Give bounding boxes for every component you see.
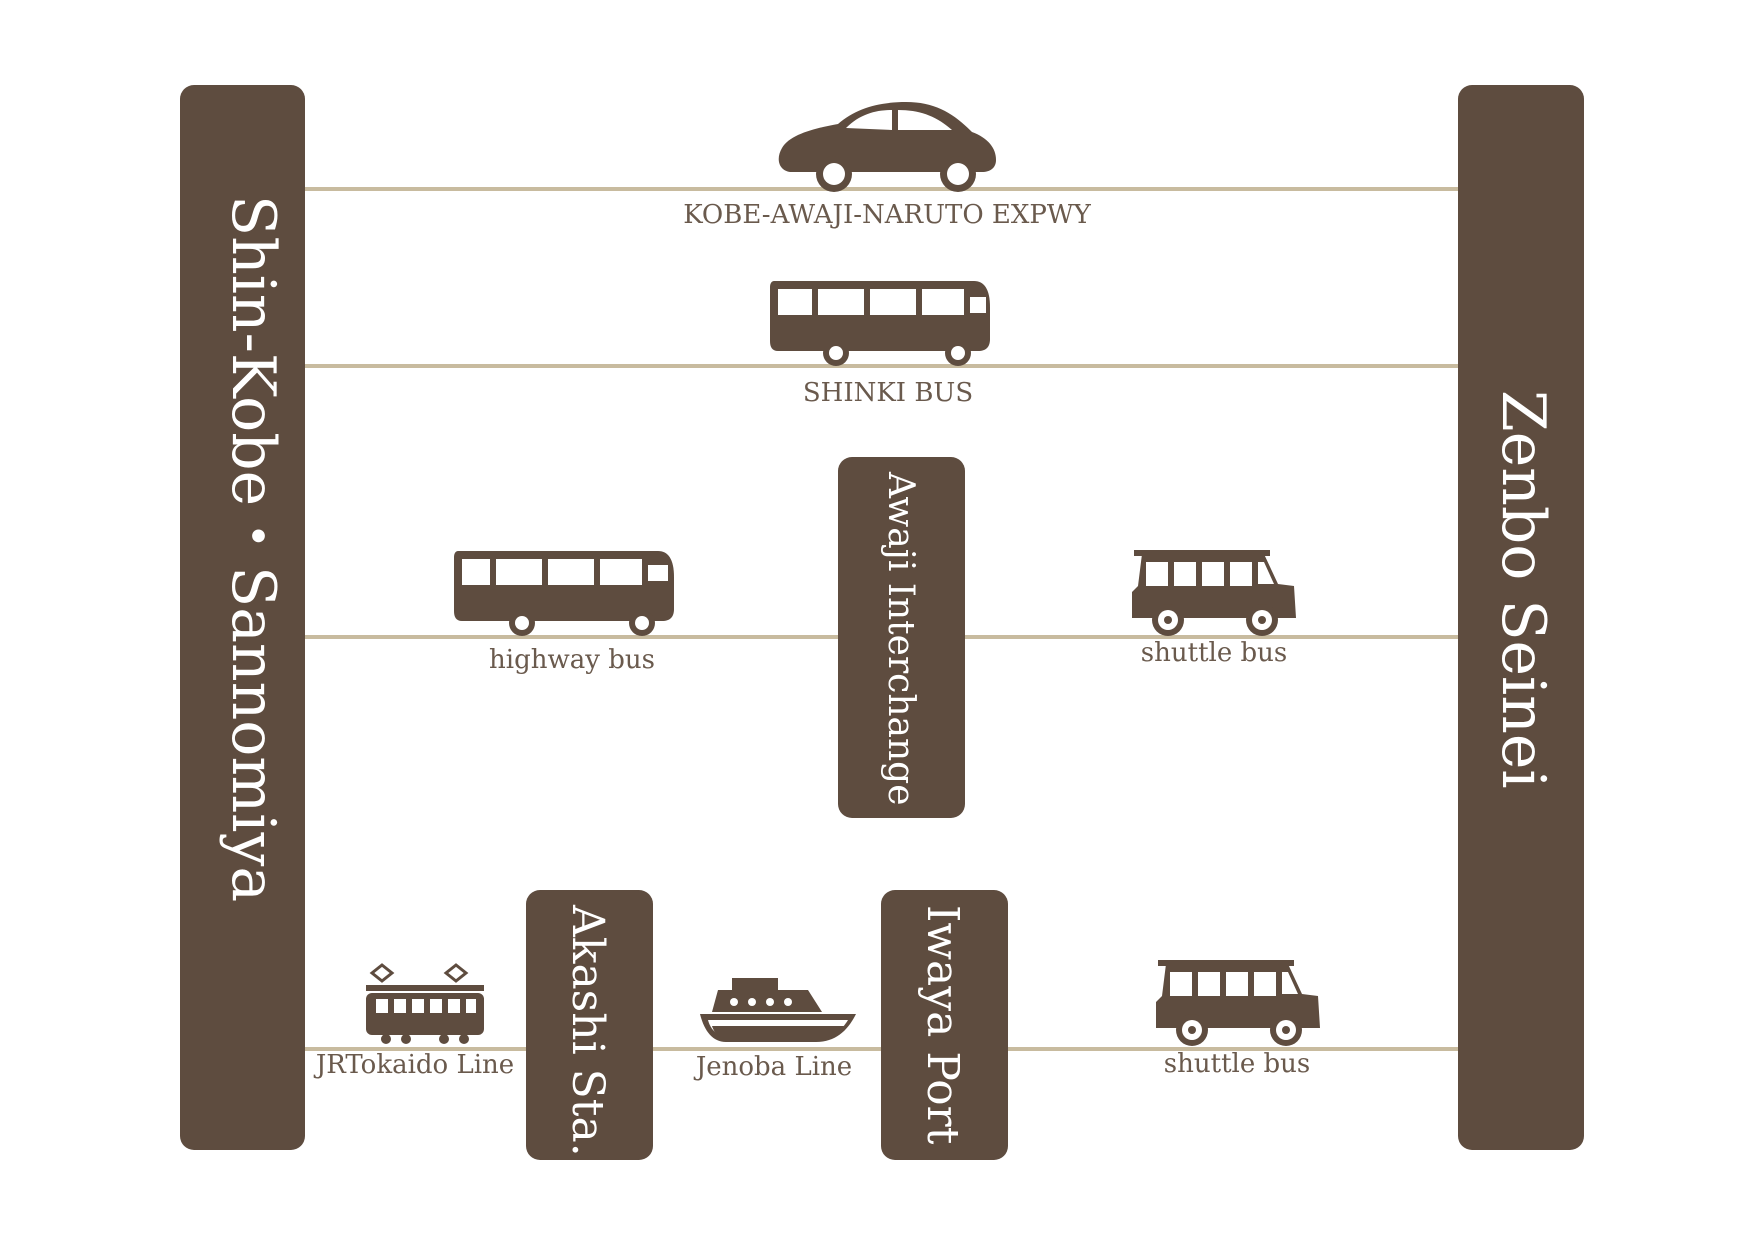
station-label-right: Zenbo Seinei (1488, 390, 1558, 789)
route-line-expressway (302, 187, 1460, 191)
route-label-shinki-bus: SHINKI BUS (802, 378, 974, 408)
route-label-jenoba-line: Jenoba Line (695, 1052, 853, 1082)
station-akashi: Akashi Sta. (526, 890, 653, 1160)
route-label-shuttle-bus-2: shuttle bus (1163, 1049, 1311, 1079)
route-line-shuttle-bus-1 (962, 635, 1460, 639)
route-line-highway-bus (302, 635, 838, 639)
route-label-expressway: KOBE-AWAJI-NARUTO EXPWY (683, 200, 1091, 230)
car-icon (776, 100, 998, 192)
route-label-highway-bus: highway bus (489, 645, 655, 675)
shuttle-bus-icon (1152, 958, 1324, 1048)
route-line-jenoba (651, 1047, 883, 1051)
station-label-iwaya: Iwaya Port (917, 905, 968, 1145)
route-line-shuttle-bus-2 (1006, 1047, 1460, 1051)
station-shin-kobe-sannomiya: Shin-Kobe・Sannomiya (180, 85, 305, 1150)
bus-icon (452, 547, 678, 637)
ferry-icon (698, 976, 858, 1048)
station-label-awaji: Awaji Interchange (880, 472, 921, 806)
station-iwaya-port: Iwaya Port (881, 890, 1008, 1160)
route-line-jr (302, 1047, 528, 1051)
route-label-shuttle-bus-1: shuttle bus (1140, 638, 1288, 668)
station-zenbo-seinei: Zenbo Seinei (1458, 85, 1584, 1150)
shuttle-bus-icon (1128, 548, 1300, 638)
train-icon (364, 963, 486, 1045)
route-line-shinki-bus (302, 364, 1460, 368)
station-label-left: Shin-Kobe・Sannomiya (218, 195, 288, 903)
bus-icon (768, 277, 994, 367)
station-awaji-interchange: Awaji Interchange (838, 457, 965, 818)
station-label-akashi: Akashi Sta. (562, 905, 613, 1157)
route-label-jr-line: JRTokaido Line (315, 1050, 515, 1080)
